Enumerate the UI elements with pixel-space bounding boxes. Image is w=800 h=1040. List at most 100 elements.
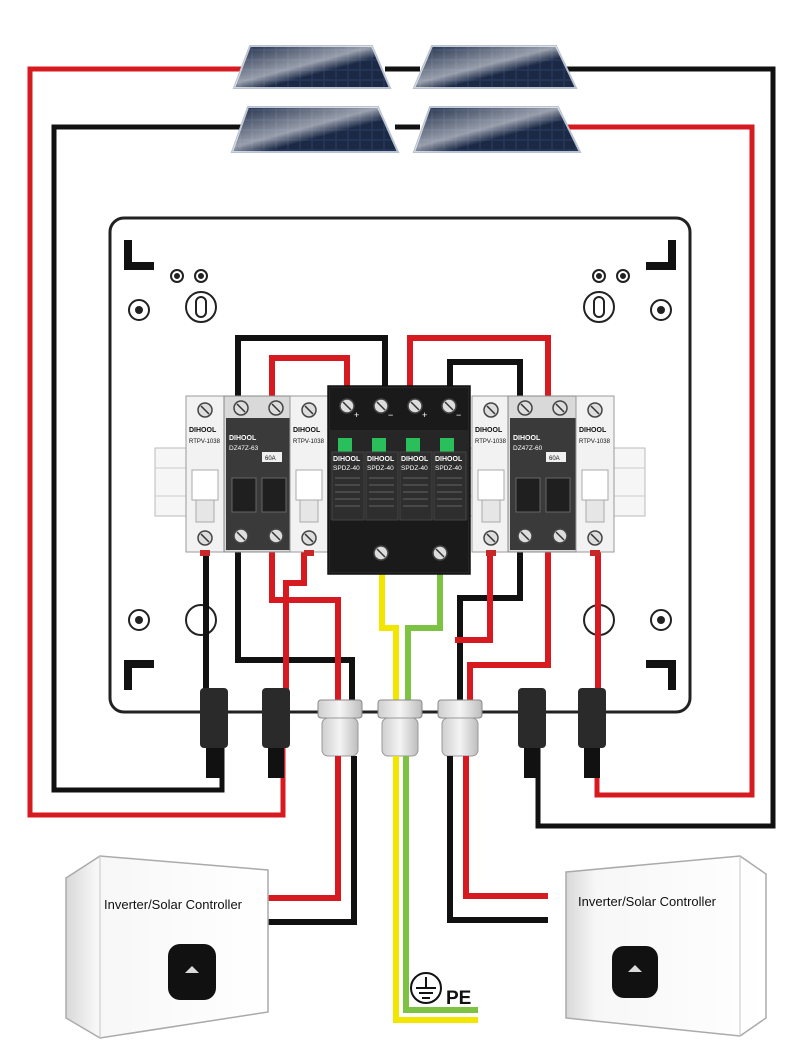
- inverter-right: Inverter/Solar Controller: [565, 855, 767, 1037]
- solar-panels: [230, 45, 582, 153]
- mc4-connector-icon: [262, 688, 290, 778]
- mc4-connectors: [200, 688, 606, 778]
- spd-module: − DIHOOL SPDZ-40: [433, 398, 467, 521]
- model-label: SPDZ-40: [401, 465, 428, 472]
- corner-bracket-icon: [124, 660, 154, 690]
- brand-label: DIHOOL: [401, 456, 429, 463]
- cable-gland-icon: [377, 699, 423, 757]
- breaker-handle: [515, 477, 541, 513]
- wire-red-fuse-left: [283, 552, 307, 690]
- brand-label: DIHOOL: [333, 456, 361, 463]
- ground-symbol-icon: [410, 972, 442, 1004]
- wire-black-breaker-spd-right: [447, 359, 523, 400]
- svg-text:+: +: [354, 410, 359, 420]
- pe-label: PE: [446, 988, 471, 1009]
- wire-black-breaker-spd-left: [235, 335, 388, 400]
- wire-red-inverter-left: [268, 756, 341, 901]
- fuse-toggle: [585, 499, 605, 523]
- wire-red-breaker-right-out: [467, 552, 551, 710]
- wire-pe-green-out: [403, 756, 478, 1013]
- breaker-left: DIHOOL DZ47Z-63 60A: [223, 395, 295, 553]
- svg-text:−: −: [456, 410, 461, 420]
- breaker-handle: [231, 477, 257, 513]
- fuse-holder-left: DIHOOL RTPV-1038: [185, 395, 225, 556]
- breaker-right: DIHOOL DZ47Z-60 60A: [507, 395, 579, 553]
- wire-red-fuse-right-2: [455, 552, 493, 643]
- spd-bottom-terminals: [373, 545, 448, 561]
- wire-red-inner-right: [560, 124, 755, 798]
- model-label: SPDZ-40: [333, 465, 360, 472]
- breaker-handle: [261, 477, 287, 513]
- cable-gland-icon: [437, 699, 483, 757]
- internal-wires-top: [235, 335, 551, 400]
- fuse-holder-left-2: DIHOOL RTPV-1038: [289, 395, 329, 556]
- corner-bracket-icon: [646, 240, 676, 270]
- fuse-toggle: [481, 499, 501, 523]
- mc4-connector-icon: [200, 688, 228, 778]
- status-indicator: [406, 438, 420, 452]
- status-indicator: [372, 438, 386, 452]
- spd-block: + DIHOOL SPDZ-40 − DIHOOL SPDZ-40 + DIHOOL SPDZ-…: [327, 385, 471, 575]
- svg-text:−: −: [388, 410, 393, 420]
- wire-red-inverter-right: [463, 756, 548, 899]
- wire-black-outer-right: [535, 66, 776, 829]
- rating-label: 60A: [549, 456, 560, 462]
- model-label: RTPV-1038: [475, 439, 507, 445]
- wire-red-breaker-left-out: [269, 552, 341, 710]
- mc4-connector-icon: [518, 688, 546, 778]
- rating-label: 60A: [265, 456, 276, 462]
- brand-label: DIHOOL: [513, 435, 541, 442]
- wire-pe-yellow-a: [379, 574, 399, 700]
- spd-module: + DIHOOL SPDZ-40: [331, 398, 365, 521]
- model-label: RTPV-1038: [189, 439, 221, 445]
- corner-bracket-icon: [646, 660, 676, 690]
- wire-red-outer-left: [27, 66, 286, 818]
- wire-black-inverter-right: [447, 756, 548, 923]
- corner-bracket-icons: [124, 240, 676, 690]
- cable-glands: [317, 699, 483, 757]
- brand-label: DIHOOL: [579, 427, 607, 434]
- brand-label: DIHOOL: [435, 456, 463, 463]
- inverter-left-label: Inverter/Solar Controller: [104, 897, 243, 912]
- model-label: RTPV-1038: [579, 439, 611, 445]
- inverter-left: Inverter/Solar Controller: [65, 855, 269, 1039]
- wire-red-breaker-spd-left: [269, 355, 350, 400]
- wire-red-breaker-spd-right: [407, 335, 551, 400]
- svg-text:+: +: [422, 410, 427, 420]
- model-label: SPDZ-40: [367, 465, 394, 472]
- fuse-toggle: [195, 499, 215, 523]
- solar-panel-icon: [232, 45, 392, 89]
- solar-panel-icon: [412, 45, 578, 89]
- corner-bracket-icon: [124, 240, 154, 270]
- mounting-holes: [128, 269, 672, 636]
- brand-label: DIHOOL: [475, 427, 503, 434]
- spd-module: − DIHOOL SPDZ-40: [365, 398, 399, 521]
- wire-black-breaker-left-out: [235, 552, 355, 710]
- spd-module: + DIHOOL SPDZ-40: [399, 398, 433, 521]
- solar-panel-icon: [230, 106, 400, 153]
- model-label: RTPV-1038: [293, 439, 325, 445]
- wire-pe-green-a: [405, 574, 443, 700]
- fuse-toggle: [299, 499, 319, 523]
- status-indicator: [440, 438, 454, 452]
- fuse-holder-right-2: DIHOOL RTPV-1038: [575, 395, 615, 556]
- model-label: DZ47Z-63: [229, 445, 259, 452]
- brand-label: DIHOOL: [293, 427, 321, 434]
- fuse-holder-right: DIHOOL RTPV-1038: [471, 395, 511, 556]
- internal-wires-bottom: [203, 552, 601, 710]
- breaker-handle: [545, 477, 571, 513]
- model-label: SPDZ-40: [435, 465, 462, 472]
- output-wires: [268, 756, 548, 1023]
- status-indicator: [338, 438, 352, 452]
- cable-gland-icon: [317, 699, 363, 757]
- model-label: DZ47Z-60: [513, 445, 543, 452]
- brand-label: DIHOOL: [367, 456, 395, 463]
- brand-label: DIHOOL: [189, 427, 217, 434]
- inverter-right-label: Inverter/Solar Controller: [578, 894, 717, 909]
- brand-label: DIHOOL: [229, 435, 257, 442]
- solar-panel-icon: [412, 106, 582, 153]
- wire-black-inverter-left: [268, 756, 357, 925]
